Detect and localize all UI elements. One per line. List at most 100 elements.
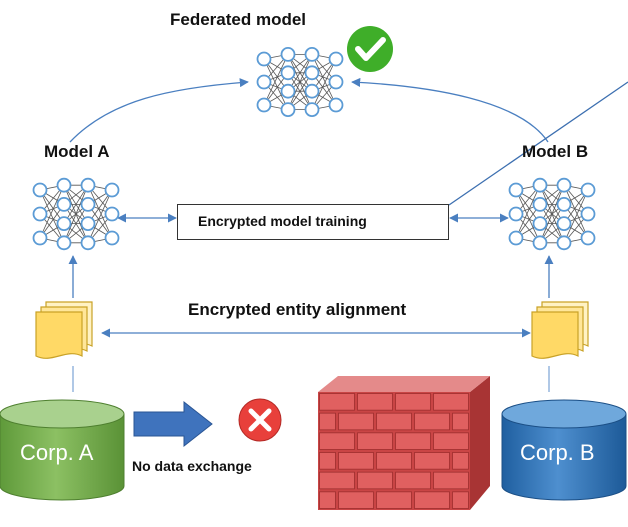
network-edge <box>63 185 89 243</box>
network-node <box>280 83 296 99</box>
federated-model-title: Federated model <box>170 10 307 29</box>
network-node <box>32 230 48 246</box>
diagonal-line <box>448 81 628 206</box>
network-edge <box>263 58 289 110</box>
model-a-network-icon <box>32 177 120 251</box>
network-node <box>56 177 72 193</box>
network-edge <box>539 184 565 224</box>
network-node <box>532 196 548 212</box>
network-node <box>32 182 48 198</box>
network-node <box>56 196 72 212</box>
network-edge <box>311 58 337 110</box>
corp-a-label: Corp. A <box>20 440 94 465</box>
brick <box>338 412 374 431</box>
network-edge <box>63 184 89 224</box>
network-node <box>80 196 96 212</box>
documents-b-icon <box>531 301 589 359</box>
network-node <box>508 206 524 222</box>
network-node <box>328 97 344 113</box>
network-node <box>304 102 320 117</box>
arc-model-b-to-federated <box>351 77 549 143</box>
network-node <box>556 196 572 212</box>
brick <box>376 452 412 470</box>
brick <box>319 471 355 490</box>
brick <box>357 432 393 450</box>
brick <box>395 393 431 411</box>
network-node <box>56 235 72 251</box>
network-edge <box>515 189 541 243</box>
model-b-network-icon <box>508 177 596 251</box>
network-node <box>532 177 548 193</box>
network-node <box>556 177 572 193</box>
model-a-title: Model A <box>44 142 110 161</box>
network-edge <box>311 54 337 106</box>
network-edge <box>263 54 289 106</box>
brick <box>395 471 431 490</box>
network-edge <box>539 204 565 244</box>
network-edge <box>563 189 589 243</box>
network-edge <box>539 185 565 243</box>
network-edge <box>87 189 113 243</box>
network-node <box>32 206 48 222</box>
network-node <box>280 47 296 62</box>
network-node <box>556 235 572 251</box>
network-edge <box>39 189 65 243</box>
brick <box>452 491 469 509</box>
corp-b-database-icon <box>501 399 627 501</box>
brick <box>414 452 450 470</box>
no-data-exchange-label: No data exchange <box>132 458 252 474</box>
network-node <box>580 230 596 246</box>
network-node <box>104 206 120 222</box>
network-node <box>508 230 524 246</box>
network-node <box>80 177 96 193</box>
brick <box>338 452 374 470</box>
network-node <box>104 182 120 198</box>
network-edge <box>63 204 89 244</box>
brick <box>433 393 469 411</box>
brick <box>357 471 393 490</box>
network-node <box>56 216 72 232</box>
brick <box>319 432 355 450</box>
brick <box>338 491 374 509</box>
brick <box>357 393 393 411</box>
network-edge <box>87 185 113 239</box>
network-node <box>280 65 296 81</box>
cross-icon <box>238 398 282 442</box>
brick <box>433 471 469 490</box>
firewall-icon <box>318 376 490 510</box>
brick <box>395 432 431 450</box>
network-node <box>508 182 524 198</box>
network-node <box>104 230 120 246</box>
brick <box>414 491 450 509</box>
corp-b-label: Corp. B <box>520 440 595 465</box>
model-b-title: Model B <box>522 142 589 161</box>
brick <box>319 491 336 509</box>
network-edge <box>515 185 541 239</box>
network-node <box>304 47 320 62</box>
encrypted-training-box: Encrypted model training <box>177 204 449 240</box>
arc-model-a-to-federated <box>69 78 249 143</box>
entity-alignment-label: Encrypted entity alignment <box>188 300 407 319</box>
brick <box>319 452 336 470</box>
network-node <box>256 74 272 90</box>
brick <box>433 432 469 450</box>
network-node <box>256 97 272 113</box>
network-node <box>580 206 596 222</box>
check-icon <box>347 26 393 72</box>
network-edge <box>39 185 65 239</box>
network-node <box>328 74 344 90</box>
network-node <box>532 216 548 232</box>
network-node <box>256 51 272 67</box>
brick <box>414 412 450 431</box>
documents-a-icon <box>35 301 93 359</box>
federated-network-icon <box>256 47 344 117</box>
brick <box>452 412 469 431</box>
brick <box>319 412 336 431</box>
network-node <box>304 83 320 99</box>
corp-a-database-icon <box>0 399 125 501</box>
network-node <box>532 235 548 251</box>
no-exchange-arrow-icon <box>133 400 213 448</box>
network-node <box>580 182 596 198</box>
